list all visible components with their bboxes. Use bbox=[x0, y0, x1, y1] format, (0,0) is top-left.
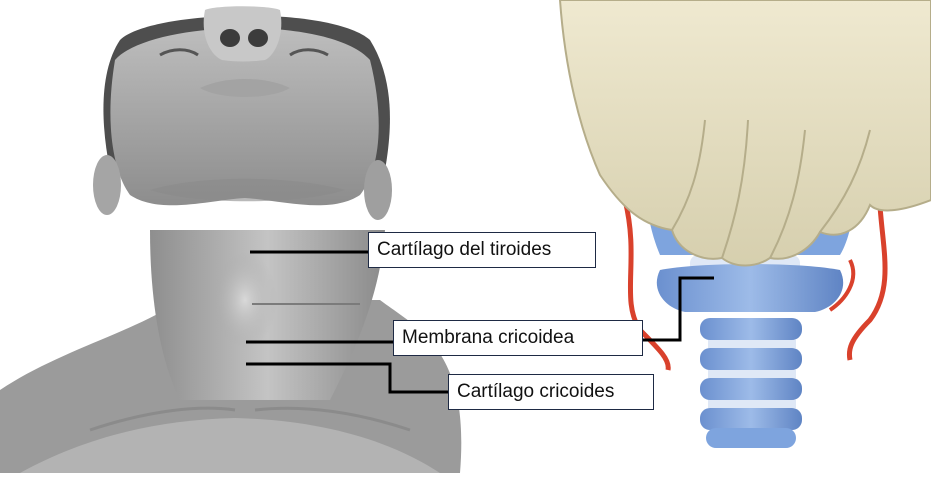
tracheal-gap-3 bbox=[708, 400, 796, 408]
tracheal-ring-3 bbox=[700, 378, 802, 400]
tracheal-ring-5 bbox=[706, 428, 796, 448]
cricoid-cartilage bbox=[657, 264, 843, 312]
label-cricothyroid-membrane: Membrana cricoidea bbox=[393, 320, 643, 356]
nose bbox=[204, 6, 282, 61]
tracheal-gap-2 bbox=[708, 370, 796, 378]
tracheal-ring-4 bbox=[700, 408, 802, 430]
adams-apple bbox=[213, 252, 277, 348]
label-thyroid-cartilage: Cartílago del tiroides bbox=[368, 232, 596, 268]
right-ear bbox=[364, 160, 392, 220]
tracheal-ring-1 bbox=[700, 318, 802, 340]
label-cricoid-cartilage: Cartílago cricoides bbox=[448, 374, 654, 410]
left-ear bbox=[93, 155, 121, 215]
tracheal-gap-1 bbox=[708, 340, 796, 348]
right-nostril bbox=[248, 29, 268, 47]
tracheal-ring-2 bbox=[700, 348, 802, 370]
left-nostril bbox=[220, 29, 240, 47]
hand bbox=[560, 0, 931, 266]
